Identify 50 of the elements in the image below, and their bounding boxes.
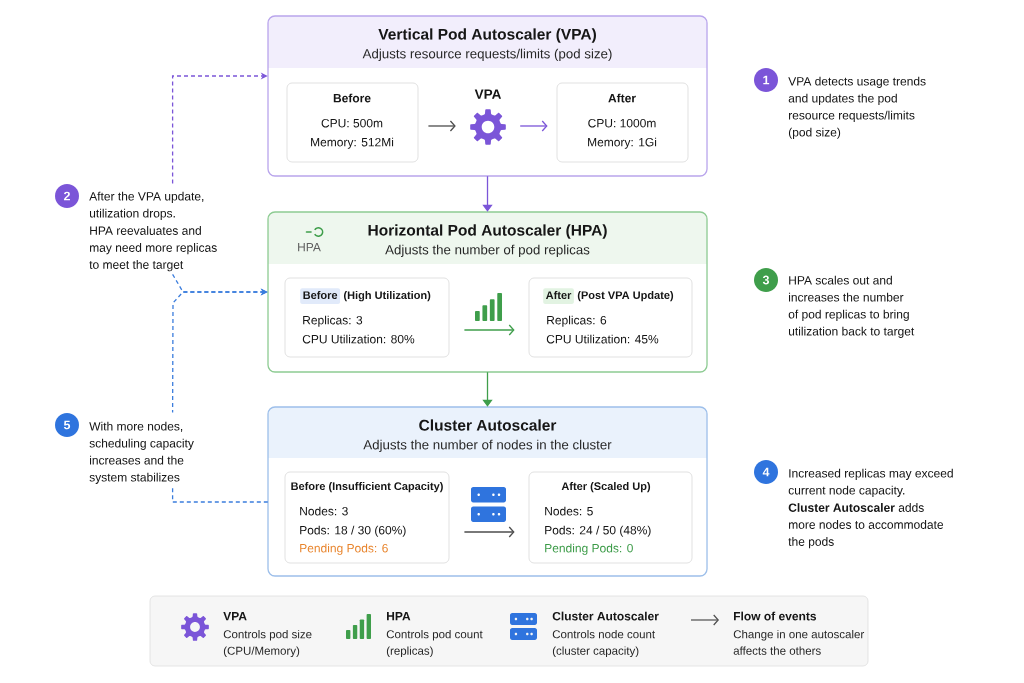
number-badge: 1 [754, 68, 778, 92]
status-text: Pending Pods: 0 [545, 543, 633, 555]
legend-label: VPA [223, 612, 247, 621]
highlight-tag: Before [300, 288, 341, 304]
card-heading: After (Scaled Up) [561, 482, 651, 493]
metric-text: Nodes: 3 [300, 506, 348, 516]
metric-text: CPU: 1000m [588, 118, 656, 128]
note-text: HPA reevaluates and may need more replicas to meet the target [89, 226, 217, 272]
panel-subtitle: Adjusts the number of nodes in the cluster [363, 439, 612, 453]
metric-text: CPU: 500m [321, 118, 383, 128]
panel-subtitle: Adjusts resource requests/limits (pod size) [362, 48, 612, 62]
panel-title: Horizontal Pod Autoscaler (HPA) [368, 224, 607, 239]
metric-text: Pods: 18 / 30 (60%) [300, 525, 406, 537]
legend-label: Flow of events [734, 611, 817, 621]
panel-title: Cluster Autoscaler [419, 419, 557, 431]
metric-text: Pods: 24 / 50 (48%) [545, 525, 651, 537]
status-text: Pending Pods: 6 [300, 543, 388, 555]
number-badge: 5 [55, 413, 79, 437]
icon-caption: HPA [298, 243, 321, 252]
metric-text: Replicas: 3 [303, 315, 363, 327]
panel-title: Vertical Pod Autoscaler (VPA) [378, 28, 596, 43]
metric-text: Nodes: 5 [545, 506, 593, 516]
gear-label: VPA [474, 89, 502, 99]
metric-text: CPU Utilization: 80% [302, 334, 415, 344]
note-text: HPA scales out and increases the number of pod replicas to bring utilization back to target [788, 275, 915, 338]
metric-text: Memory: 512Mi [311, 137, 394, 149]
highlight-tag: After [543, 288, 574, 304]
metric-text: Memory: 1Gi [588, 137, 657, 149]
note-text: With more nodes, scheduling capacity increases and the system stabilizes [89, 421, 194, 484]
card-heading: Before (Insufficient Capacity) [291, 482, 443, 493]
legend-label: Cluster Autoscaler [552, 611, 659, 621]
card-heading: After [608, 93, 636, 103]
panel-subtitle: Adjusts the number of pod replicas [385, 244, 590, 258]
legend-description: Controls node count (cluster capacity) [552, 629, 655, 658]
note-text: Increased replicas may exceed current node capacity. [788, 468, 953, 497]
number-badge: 3 [754, 268, 778, 292]
card-heading: (High Utilization) [344, 291, 431, 302]
legend-label: HPA [387, 612, 411, 621]
number-badge: 2 [55, 184, 79, 208]
legend-description: Change in one autoscaler affects the others [733, 629, 865, 655]
legend-description: Controls pod count (replicas) [386, 629, 483, 658]
number-badge: 4 [754, 460, 778, 484]
card-heading: (Post VPA Update) [577, 291, 674, 302]
metric-text: CPU Utilization: 45% [546, 334, 659, 344]
card-heading: Before [333, 93, 371, 103]
legend-description: Controls pod size (CPU/Memory) [223, 629, 312, 658]
note-text: After the VPA update, utilization drops. [89, 191, 204, 220]
note-text: Cluster Autoscaler adds more nodes to accommodate the pods [788, 503, 944, 549]
note-text: VPA detects usage trends and updates the pod resource requests/limits (pod size) [788, 76, 926, 139]
metric-text: Replicas: 6 [547, 315, 607, 327]
